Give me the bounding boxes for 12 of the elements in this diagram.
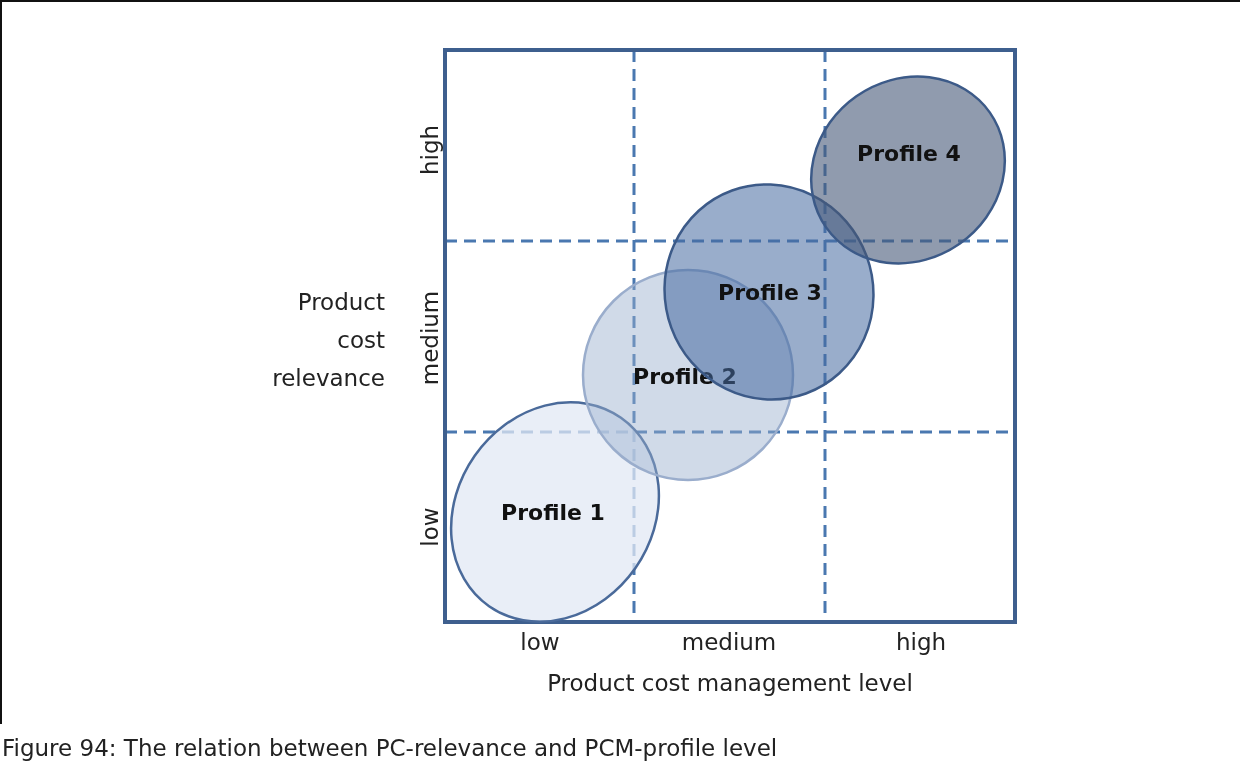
figure-caption: Figure 94: The relation between PC-relevance and PCM-profile level [2, 735, 778, 761]
profile-label: Profile 4 [857, 140, 961, 166]
axis-tick-label: low [520, 629, 560, 655]
axis-tick-label: low [417, 507, 443, 547]
profile-label: Profile 1 [501, 499, 605, 525]
axis-tick-label: high [417, 124, 443, 176]
axis-tick-label: medium [417, 290, 443, 386]
axis-title: Product cost relevance [271, 288, 385, 393]
axis-title: Product cost management level [547, 670, 913, 696]
profile-label: Profile 3 [718, 279, 822, 305]
axis-tick-label: medium [681, 629, 777, 655]
axis-tick-label: high [895, 629, 947, 655]
